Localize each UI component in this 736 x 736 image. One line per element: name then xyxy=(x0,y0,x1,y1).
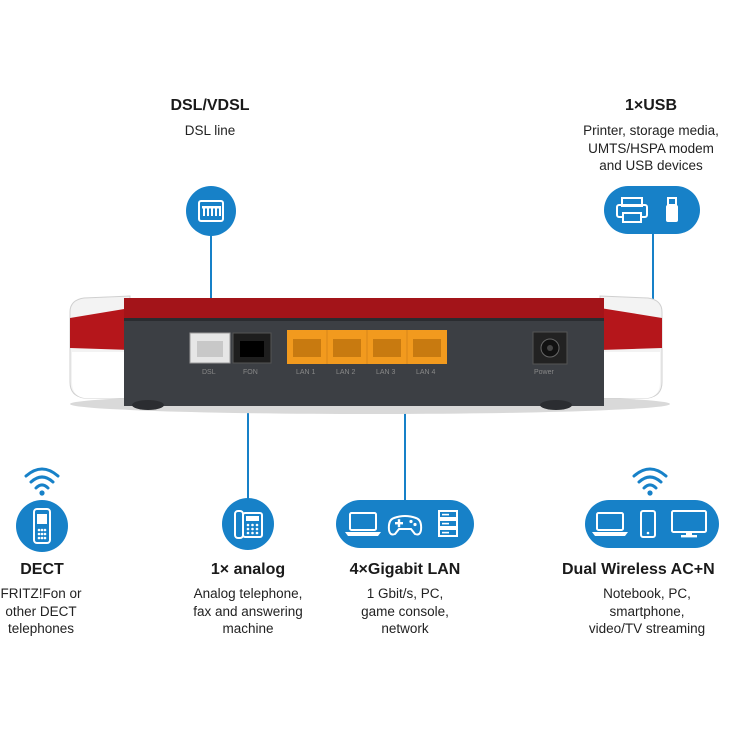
usb-connector-line-vertical xyxy=(652,232,654,348)
dect-description: FRITZ!Fon or other DECT telephones xyxy=(0,585,94,638)
lan-line-3: network xyxy=(381,621,429,636)
cordless-phone-icon xyxy=(33,508,51,544)
usb-line-2: UMTS/HSPA modem xyxy=(588,140,714,156)
smartphone-icon xyxy=(640,510,656,538)
monitor-icon xyxy=(671,510,707,538)
wireless-pill xyxy=(585,500,719,548)
wireless-description: Notebook, PC, smartphone, video/TV strea… xyxy=(562,585,732,638)
dect-line-1: FRITZ!Fon or xyxy=(0,586,82,601)
dect-line-3: telephones xyxy=(7,621,75,636)
usb-title: 1×USB xyxy=(624,97,678,114)
port-label-lan1: LAN 1 xyxy=(296,369,316,376)
dsl-port-icon xyxy=(198,200,224,222)
lan-laptop-icon xyxy=(345,512,381,536)
usb-line-3: and USB devices xyxy=(599,158,703,173)
analog-connector-line xyxy=(247,368,249,500)
lan-line-2: game console, xyxy=(361,603,449,619)
wireless-title: Dual Wireless AC+N xyxy=(562,561,715,578)
analog-title: 1× analog xyxy=(210,561,286,578)
analog-description: Analog telephone, fax and answering mach… xyxy=(158,585,338,638)
wireless-line-3: video/TV streaming xyxy=(588,621,706,636)
analog-line-3: machine xyxy=(222,621,274,636)
port-label-power: Power xyxy=(534,369,554,376)
port-label-dsl: DSL xyxy=(202,369,216,376)
router-foot-left xyxy=(132,400,164,410)
dect-line-2: other DECT xyxy=(5,603,77,619)
dect-wifi-signal-icon xyxy=(24,467,60,496)
server-icon xyxy=(438,510,458,537)
usb-description: Printer, storage media, UMTS/HSPA modem … xyxy=(556,122,736,175)
port-label-lan2: LAN 2 xyxy=(336,369,356,376)
dect-title: DECT xyxy=(20,561,64,578)
wireless-line-1: Notebook, PC, xyxy=(603,586,691,601)
wireless-wifi-signal-icon xyxy=(632,467,668,496)
usb-line-1: Printer, storage media, xyxy=(583,123,719,138)
usb-stick-icon xyxy=(666,197,678,222)
wireless-line-2: smartphone, xyxy=(609,603,685,619)
dsl-connector-line xyxy=(210,232,212,336)
lan-title: 4×Gigabit LAN xyxy=(349,561,461,578)
printer-icon xyxy=(616,197,648,223)
port-label-fon: FON xyxy=(243,369,258,376)
wireless-laptop-icon xyxy=(592,512,628,536)
analog-line-2: fax and answering xyxy=(193,603,303,619)
dsl-line-1: DSL line xyxy=(184,123,236,138)
lan-connector-line xyxy=(404,368,406,500)
dsl-description: DSL line xyxy=(110,122,310,140)
lan-description: 1 Gbit/s, PC, game console, network xyxy=(315,585,495,638)
gamepad-icon xyxy=(387,515,423,536)
lan-line-1: 1 Gbit/s, PC, xyxy=(366,586,444,601)
router-left-cap-red xyxy=(70,308,130,350)
desk-phone-icon xyxy=(234,510,263,539)
dsl-title: DSL/VDSL xyxy=(170,97,250,114)
router-right-cap-red xyxy=(600,308,662,350)
port-label-lan4: LAN 4 xyxy=(416,369,436,376)
port-label-lan3: LAN 3 xyxy=(376,369,396,376)
usb-pill xyxy=(604,186,700,234)
lan-pill xyxy=(336,500,474,548)
router-foot-right xyxy=(540,400,572,410)
router-top-band xyxy=(124,298,604,320)
analog-line-1: Analog telephone, xyxy=(193,586,303,601)
